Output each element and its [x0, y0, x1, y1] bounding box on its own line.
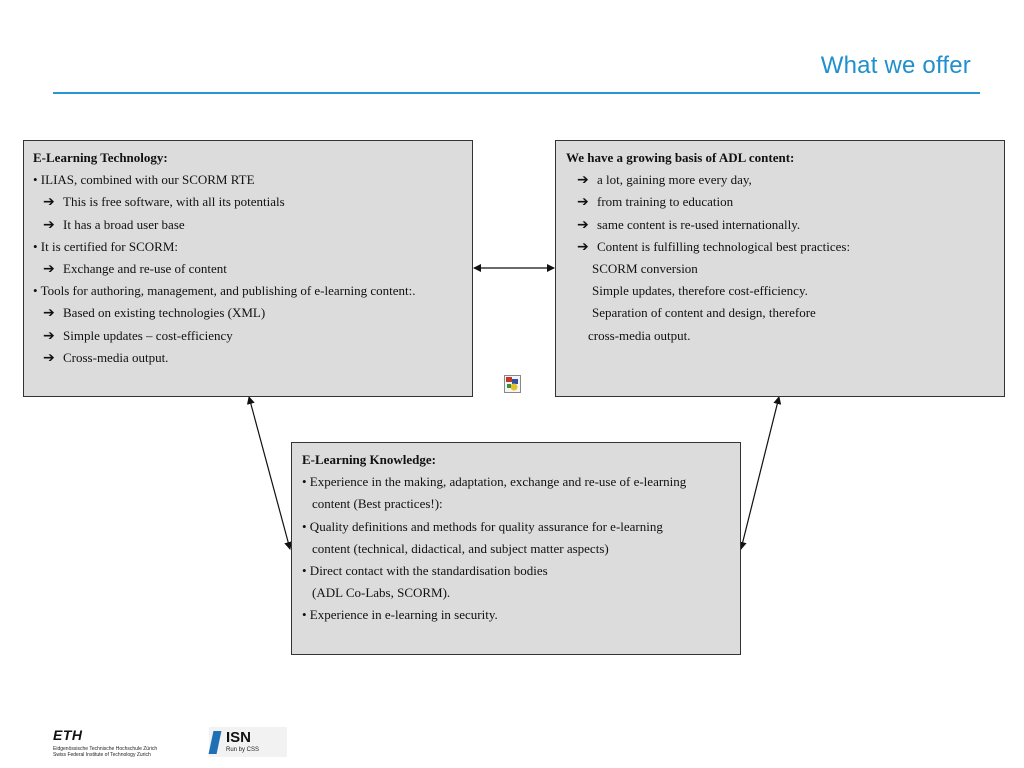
- list-item: • Quality definitions and methods for qu…: [302, 516, 740, 538]
- list-item: Separation of content and design, theref…: [566, 302, 1004, 324]
- list-item: cross-media output.: [566, 325, 1004, 347]
- list-item-text: • Experience in the making, adaptation, …: [302, 474, 687, 490]
- list-item-text: • Quality definitions and methods for qu…: [302, 518, 663, 534]
- box-title: E-Learning Technology:: [33, 150, 168, 165]
- list-item-text: from training to education: [597, 194, 734, 210]
- isn-logo: ISN Run by CSS: [208, 727, 287, 757]
- list-item: ➔ Based on existing technologies (XML): [33, 302, 472, 324]
- list-item: ➔ Simple updates – cost-efficiency: [33, 325, 472, 347]
- list-item-text: Separation of content and design, theref…: [592, 305, 816, 321]
- elearning-technology-box: E-Learning Technology: • ILIAS, combined…: [23, 140, 473, 397]
- title-divider: [53, 92, 980, 94]
- list-item-text: content (Best practices!):: [312, 496, 443, 512]
- list-item: ➔ It has a broad user base: [33, 214, 472, 236]
- list-item-text: cross-media output.: [588, 327, 691, 343]
- arrow-right-icon: ➔: [43, 216, 55, 233]
- list-item: ➔ from training to education: [566, 191, 1004, 213]
- list-item-text: • Direct contact with the standardisatio…: [302, 563, 548, 579]
- adl-content-box: We have a growing basis of ADL content: …: [555, 140, 1005, 397]
- list-item-text: Based on existing technologies (XML): [63, 305, 266, 321]
- list-item-text: • Experience in e-learning in security.: [302, 607, 498, 623]
- list-item: • It is certified for SCORM:: [33, 236, 472, 258]
- list-item: • Experience in the making, adaptation, …: [302, 471, 740, 493]
- list-item: ➔ same content is re-used internationally…: [566, 214, 1004, 236]
- list-item: SCORM conversion: [566, 258, 1004, 280]
- eth-logo-text: ETH: [53, 727, 83, 743]
- elearning-knowledge-box: E-Learning Knowledge: • Experience in th…: [291, 442, 741, 655]
- list-item: • Tools for authoring, management, and p…: [33, 280, 472, 302]
- isn-logo-mark: [208, 731, 222, 754]
- list-item-text: Simple updates – cost-efficiency: [63, 327, 233, 343]
- list-item: • ILIAS, combined with our SCORM RTE: [33, 169, 472, 191]
- list-item: (ADL Co-Labs, SCORM).: [302, 582, 740, 604]
- list-item-text: It has a broad user base: [63, 216, 185, 232]
- arrow-right-icon: ➔: [43, 194, 55, 211]
- eth-logo: ETH Eidgenössische Technische Hochschule…: [53, 727, 157, 758]
- arrow-right-icon: ➔: [43, 349, 55, 366]
- slide-title: What we offer: [820, 52, 971, 79]
- list-item: ➔ Cross-media output.: [33, 347, 472, 369]
- eth-logo-line2: Swiss Federal Institute of Technology Zu…: [53, 752, 151, 758]
- arrow-right-icon: ➔: [577, 216, 589, 233]
- box-title: E-Learning Knowledge:: [302, 452, 436, 467]
- arrow-right-icon: ➔: [43, 327, 55, 344]
- list-item: ➔ Content is fulfilling technological bes…: [566, 236, 1004, 258]
- list-item-text: (ADL Co-Labs, SCORM).: [312, 585, 451, 601]
- list-item: • Experience in e-learning in security.: [302, 604, 740, 626]
- list-item: ➔ a lot, gaining more every day,: [566, 169, 1004, 191]
- list-item-text: same content is re-used internationally.: [597, 216, 801, 232]
- arrow-right-icon: ➔: [577, 194, 589, 211]
- list-item-text: SCORM conversion: [592, 261, 698, 277]
- arrow-right-icon: ➔: [577, 172, 589, 189]
- list-item: ➔ This is free software, with all its pot…: [33, 191, 472, 213]
- list-item: content (Best practices!):: [302, 493, 740, 515]
- isn-logo-text: ISN: [226, 729, 252, 746]
- box-title: We have a growing basis of ADL content:: [566, 150, 795, 165]
- list-item-text: content (technical, didactical, and subj…: [312, 540, 609, 556]
- list-item: content (technical, didactical, and subj…: [302, 538, 740, 560]
- arrow-right-icon: ➔: [43, 261, 55, 278]
- list-item-text: Content is fulfilling technological best…: [597, 238, 851, 254]
- list-item-text: Cross-media output.: [63, 349, 169, 365]
- connector-adl-knowledge: [738, 396, 782, 550]
- list-item: • Direct contact with the standardisatio…: [302, 560, 740, 582]
- list-item-text: • ILIAS, combined with our SCORM RTE: [33, 172, 255, 188]
- connector-tech-knowledge: [246, 396, 293, 550]
- list-item-text: Simple updates, therefore cost-efficienc…: [592, 283, 808, 299]
- list-item: ➔ Exchange and re-use of content: [33, 258, 472, 280]
- image-placeholder-icon: [504, 375, 521, 393]
- arrow-right-icon: ➔: [43, 305, 55, 322]
- list-item: Simple updates, therefore cost-efficienc…: [566, 280, 1004, 302]
- list-item-text: • Tools for authoring, management, and p…: [33, 283, 416, 299]
- list-item-text: • It is certified for SCORM:: [33, 238, 179, 254]
- eth-logo-line1: Eidgenössische Technische Hochschule Zür…: [53, 746, 158, 752]
- list-item-text: Exchange and re-use of content: [63, 261, 227, 277]
- isn-logo-sub: Run by CSS: [226, 747, 260, 753]
- arrow-right-icon: ➔: [577, 238, 589, 255]
- list-item-text: a lot, gaining more every day,: [597, 172, 752, 188]
- list-item-text: This is free software, with all its pote…: [63, 194, 285, 210]
